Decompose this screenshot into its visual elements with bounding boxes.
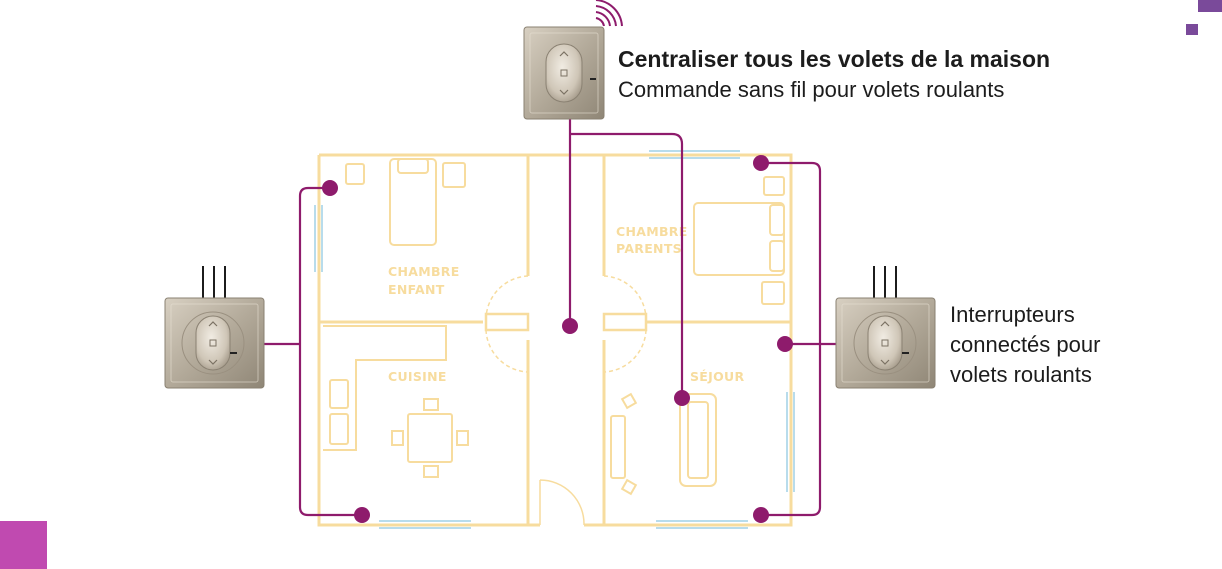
room-label-chambre-parents-1: CHAMBRE — [616, 224, 688, 239]
headline-subtitle: Commande sans fil pour volets roulants — [618, 77, 1005, 102]
shutter-up-icon — [208, 321, 218, 327]
switch-description-line-3: volets roulants — [950, 362, 1092, 387]
shutter-down-icon — [208, 359, 218, 365]
dot-cuisine-bottom — [354, 507, 370, 523]
connection-dots — [322, 155, 793, 523]
connection-lines — [264, 118, 836, 517]
switch-description-line-1: Interrupteurs — [950, 302, 1075, 327]
corner-pixel-top-right-b — [1186, 24, 1198, 35]
dot-chambre-enfant — [322, 180, 338, 196]
wall-switch-icon — [835, 266, 936, 389]
dot-chambre-parents — [753, 155, 769, 171]
wall-switch-icon — [164, 266, 265, 389]
wifi-signal-icon — [595, 0, 623, 27]
corner-pixel-top-right-a — [1198, 0, 1222, 12]
shutter-down-icon — [880, 359, 890, 365]
headline-title: Centraliser tous les volets de la maison — [618, 46, 1051, 72]
switch-description-line-2: connectés pour — [950, 332, 1101, 357]
shutter-up-icon — [880, 321, 890, 327]
dot-sejour-right — [777, 336, 793, 352]
room-label-chambre-enfant-1: CHAMBRE — [388, 264, 460, 279]
dot-sejour — [674, 390, 690, 406]
room-label-chambre-parents-2: PARENTS — [616, 241, 682, 256]
corner-square-bottom-left — [0, 521, 47, 569]
dot-center — [562, 318, 578, 334]
windows — [314, 150, 795, 529]
dot-sejour-bottom — [753, 507, 769, 523]
room-label-sejour: SÉJOUR — [690, 369, 744, 384]
room-label-chambre-enfant-2: ENFANT — [388, 282, 445, 297]
switch-description: Interrupteurs connectés pour volets roul… — [950, 300, 1150, 390]
wireless-remote-icon — [523, 26, 605, 120]
room-label-cuisine: CUISINE — [388, 369, 447, 384]
floor-plan — [317, 153, 793, 527]
